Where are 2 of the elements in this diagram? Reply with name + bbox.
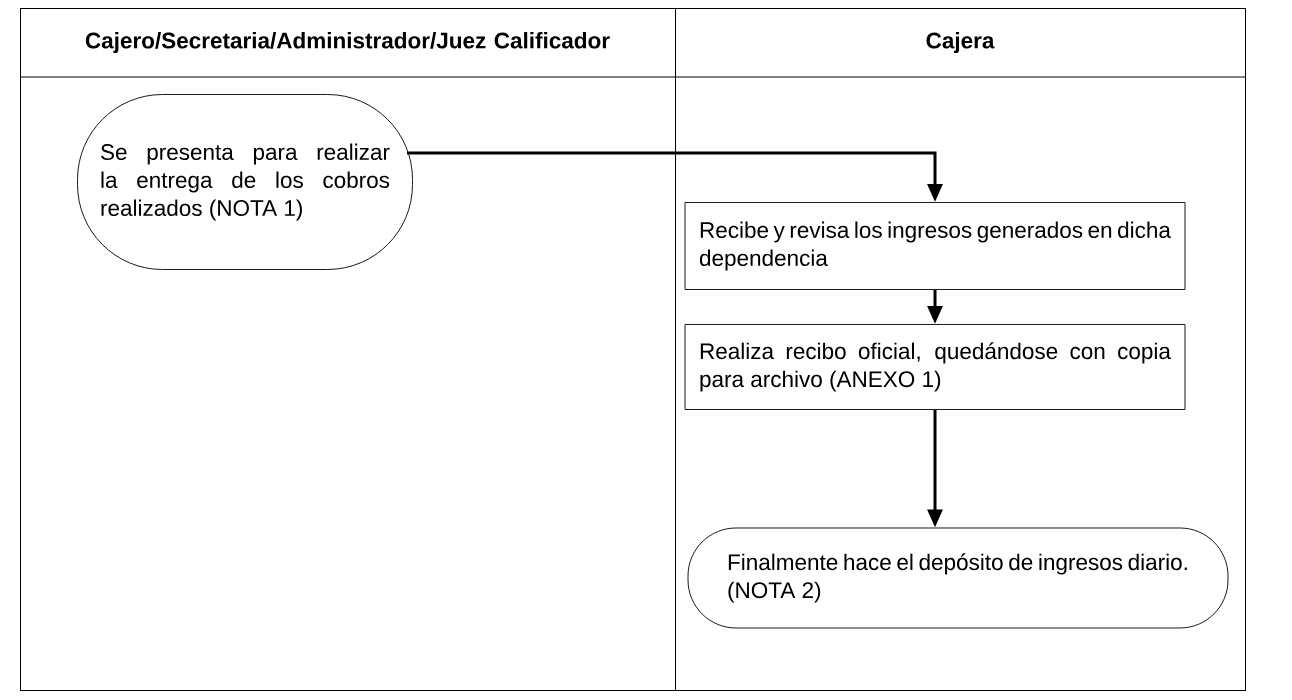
process-box: Recibe y revisa los ingresos generados en dicha dependencia <box>684 202 1186 290</box>
process-box: Realiza recibo oficial, quedándose con copia para archivo (ANEXO 1) <box>684 324 1186 410</box>
